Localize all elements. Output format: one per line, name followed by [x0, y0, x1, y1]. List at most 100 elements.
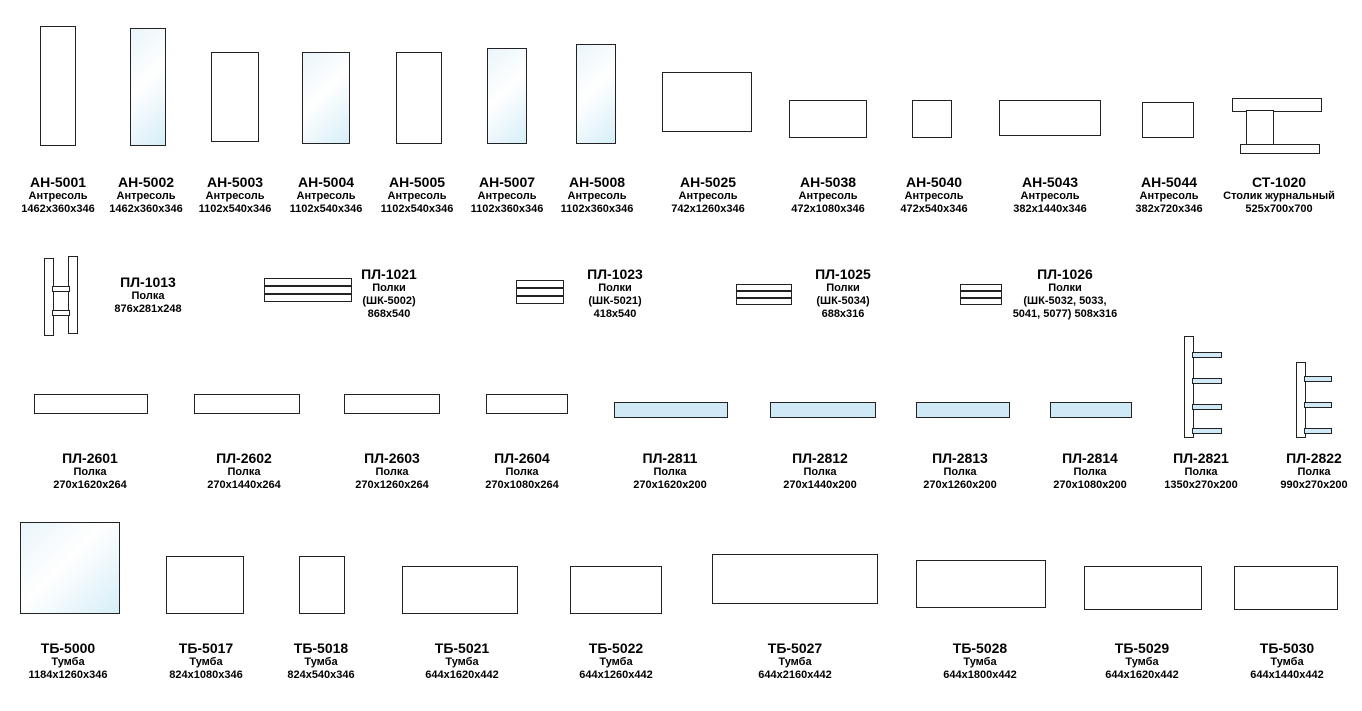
product-dims: 1462x360x346: [109, 203, 183, 215]
product-code: ПЛ-2814: [1062, 450, 1118, 466]
product-image-an-5038: [789, 100, 867, 138]
product-pl-2822[interactable]: ПЛ-2822 Полка 990x270x200: [1270, 450, 1358, 492]
product-an-5001[interactable]: АН-5001 Антресоль 1462x360x346: [0, 174, 116, 216]
product-image-tb-5017: [166, 556, 244, 614]
product-name: Антресоль: [205, 190, 265, 202]
product-image-an-5005: [396, 52, 442, 144]
product-code: ТБ-5000: [40, 640, 96, 656]
product-dims: 644x1800x442: [943, 669, 1017, 681]
product-dims: 270x1080x200: [1053, 479, 1127, 491]
product-code: ТБ-5029: [1114, 640, 1170, 656]
product-code: АН-5002: [117, 174, 175, 190]
product-pl-2603[interactable]: ПЛ-2603 Полка 270x1260x264: [348, 450, 436, 492]
product-name: Антресоль: [116, 190, 176, 202]
product-tb-5018[interactable]: ТБ-5018 Тумба 824x540x346: [277, 640, 365, 682]
product-code: АН-5003: [206, 174, 264, 190]
product-pl-2604[interactable]: ПЛ-2604 Полка 270x1080x264: [478, 450, 566, 492]
product-an-5043[interactable]: АН-5043 Антресоль 382x1440x346: [1006, 174, 1094, 216]
product-dims: 525x700x700: [1245, 203, 1313, 215]
product-code: СТ-1020: [1251, 174, 1307, 190]
product-pl-2814[interactable]: ПЛ-2814 Полка 270x1080x200: [1046, 450, 1134, 492]
product-name: Антресоль: [387, 190, 447, 202]
product-image-an-5008: [576, 44, 616, 144]
product-pl-1013[interactable]: ПЛ-1013 Полка 876x281x248: [104, 274, 192, 316]
product-pl-2821[interactable]: ПЛ-2821 Полка 1350x270x200: [1157, 450, 1245, 492]
product-tb-5027[interactable]: ТБ-5027 Тумба 644x2160x442: [751, 640, 839, 682]
product-dims: 1102x540x346: [380, 203, 454, 215]
product-an-5008[interactable]: АН-5008 Антресоль 1102x360x346: [553, 174, 641, 216]
product-image-an-5002: [130, 28, 166, 146]
product-an-5002[interactable]: АН-5002 Антресоль 1462x360x346: [102, 174, 190, 216]
product-tb-5022[interactable]: ТБ-5022 Тумба 644x1260x442: [572, 640, 660, 682]
product-line: (ШК-5002): [362, 295, 416, 307]
product-dims: 644x2160x442: [758, 669, 832, 681]
product-dims: 1102x360x346: [470, 203, 544, 215]
product-dims: 1462x360x346: [21, 203, 95, 215]
product-pl-2602[interactable]: ПЛ-2602 Полка 270x1440x264: [200, 450, 288, 492]
product-image-pl-2813: [916, 402, 1010, 418]
product-an-5003[interactable]: АН-5003 Антресоль 1102x540x346: [191, 174, 279, 216]
product-dims: 270x1440x200: [783, 479, 857, 491]
product-name: Антресоль: [1139, 190, 1199, 202]
product-name: Полка: [73, 466, 107, 478]
product-tb-5029[interactable]: ТБ-5029 Тумба 644x1620x442: [1098, 640, 1186, 682]
product-pl-2812[interactable]: ПЛ-2812 Полка 270x1440x200: [776, 450, 864, 492]
product-an-5040[interactable]: АН-5040 Антресоль 472x540x346: [890, 174, 978, 216]
product-image-pl-2603: [344, 394, 440, 414]
product-image-tb-5018: [299, 556, 345, 614]
product-tb-5000[interactable]: ТБ-5000 Тумба 1184x1260x346: [24, 640, 112, 682]
product-dims: 270x1620x264: [53, 479, 127, 491]
product-image-an-5040: [912, 100, 952, 138]
product-code: ПЛ-2813: [932, 450, 988, 466]
product-code: АН-5044: [1140, 174, 1198, 190]
product-line: Полки: [598, 282, 632, 294]
product-pl-1026[interactable]: ПЛ-1026 Полки (ШК-5032, 5033, 5041, 5077…: [1000, 266, 1130, 321]
product-name: Тумба: [189, 656, 223, 668]
product-image-tb-5027: [712, 554, 878, 604]
product-an-5044[interactable]: АН-5044 Антресоль 382x720x346: [1125, 174, 1213, 216]
product-pl-1021[interactable]: ПЛ-1021 Полки (ШК-5002) 868x540: [346, 266, 432, 321]
product-code: ПЛ-2603: [364, 450, 420, 466]
product-an-5007[interactable]: АН-5007 Антресоль 1102x360x346: [463, 174, 551, 216]
product-image-an-5001: [40, 26, 76, 146]
product-image-pl-2601: [34, 394, 148, 414]
product-tb-5028[interactable]: ТБ-5028 Тумба 644x1800x442: [936, 640, 1024, 682]
product-an-5004[interactable]: АН-5004 Антресоль 1102x540x346: [282, 174, 370, 216]
product-image-pl-2602: [194, 394, 300, 414]
product-an-5038[interactable]: АН-5038 Антресоль 472x1080x346: [784, 174, 872, 216]
product-image-an-5043: [999, 100, 1101, 136]
product-tb-5030[interactable]: ТБ-5030 Тумба 644x1440x442: [1243, 640, 1331, 682]
product-tb-5021[interactable]: ТБ-5021 Тумба 644x1620x442: [418, 640, 506, 682]
product-line: 418x540: [593, 308, 637, 320]
product-image-pl-2821: [1184, 336, 1224, 438]
product-line: Полки: [826, 282, 860, 294]
product-image-pl-2811: [614, 402, 728, 418]
product-an-5025[interactable]: АН-5025 Антресоль 742x1260x346: [664, 174, 752, 216]
product-dims: 270x1620x200: [633, 479, 707, 491]
product-image-pl-2604: [486, 394, 568, 414]
product-code: ТБ-5021: [434, 640, 490, 656]
product-image-tb-5021: [402, 566, 518, 614]
product-pl-2813[interactable]: ПЛ-2813 Полка 270x1260x200: [916, 450, 1004, 492]
product-name: Тумба: [963, 656, 997, 668]
product-code: АН-5043: [1021, 174, 1079, 190]
product-name: Тумба: [51, 656, 85, 668]
product-image-an-5007: [487, 48, 527, 144]
product-name: Тумба: [445, 656, 479, 668]
product-pl-1023[interactable]: ПЛ-1023 Полки (ШК-5021) 418x540: [572, 266, 658, 321]
product-name: Антресоль: [477, 190, 537, 202]
product-code: АН-5004: [297, 174, 355, 190]
product-pl-2601[interactable]: ПЛ-2601 Полка 270x1620x264: [46, 450, 134, 492]
product-image-tb-5029: [1084, 566, 1202, 610]
product-image-pl-1023: [514, 276, 566, 308]
product-image-pl-1026: [958, 282, 1004, 308]
product-pl-1025[interactable]: ПЛ-1025 Полки (ШК-5034) 688x316: [800, 266, 886, 321]
product-line: 876x281x248: [114, 303, 182, 315]
product-name: Полка: [227, 466, 261, 478]
product-st-1020[interactable]: СТ-1020 Столик журнальный 525x700x700: [1214, 174, 1344, 216]
product-tb-5017[interactable]: ТБ-5017 Тумба 824x1080x346: [162, 640, 250, 682]
product-an-5005[interactable]: АН-5005 Антресоль 1102x540x346: [373, 174, 461, 216]
product-dims: 1102x540x346: [198, 203, 272, 215]
product-pl-2811[interactable]: ПЛ-2811 Полка 270x1620x200: [626, 450, 714, 492]
product-code: ТБ-5030: [1259, 640, 1315, 656]
